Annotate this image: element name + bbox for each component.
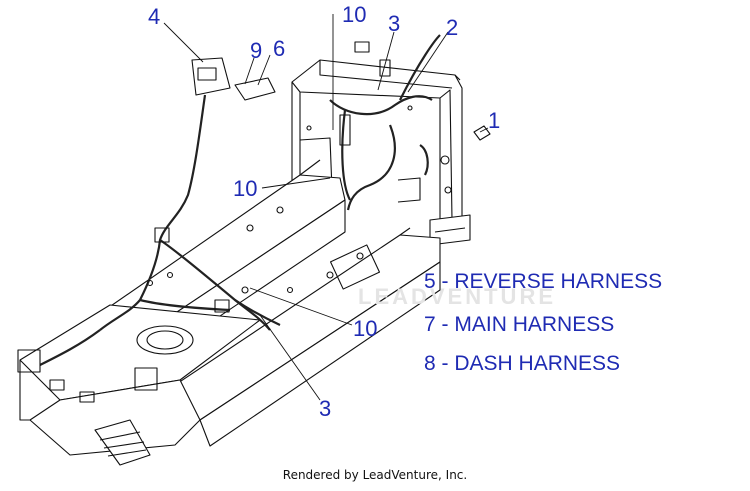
wire-harness xyxy=(39,34,441,366)
footer-credit: Rendered by LeadVenture, Inc. xyxy=(282,468,468,482)
watermark-text: LEADVENTURE xyxy=(358,284,557,309)
legend-item: 8 - DASH HARNESS xyxy=(424,352,621,375)
leader-lines xyxy=(163,14,489,401)
callout-9: 9 xyxy=(250,38,263,63)
legend-number: 5 xyxy=(424,270,436,293)
legend-label: MAIN HARNESS xyxy=(454,313,615,336)
callout-10-left: 10 xyxy=(233,176,258,201)
callout-10-right: 10 xyxy=(353,316,378,341)
legend-label: DASH HARNESS xyxy=(454,352,621,375)
callout-3-top: 3 xyxy=(388,11,401,36)
callout-1: 1 xyxy=(488,108,501,133)
callout-6: 6 xyxy=(273,36,286,61)
legend-number: 7 xyxy=(424,313,436,336)
callout-2: 2 xyxy=(446,15,459,40)
front-deck xyxy=(19,304,261,466)
callout-10-top: 10 xyxy=(342,2,367,27)
rear-tower xyxy=(291,59,471,246)
legend-item: 5 - REVERSE HARNESS xyxy=(424,270,663,293)
callout-4: 4 xyxy=(148,4,161,29)
legend-label: REVERSE HARNESS xyxy=(454,270,663,293)
legend-item: 7 - MAIN HARNESS xyxy=(424,313,615,336)
legend-number: 8 xyxy=(424,352,436,375)
callout-3-bottom: 3 xyxy=(319,396,332,421)
